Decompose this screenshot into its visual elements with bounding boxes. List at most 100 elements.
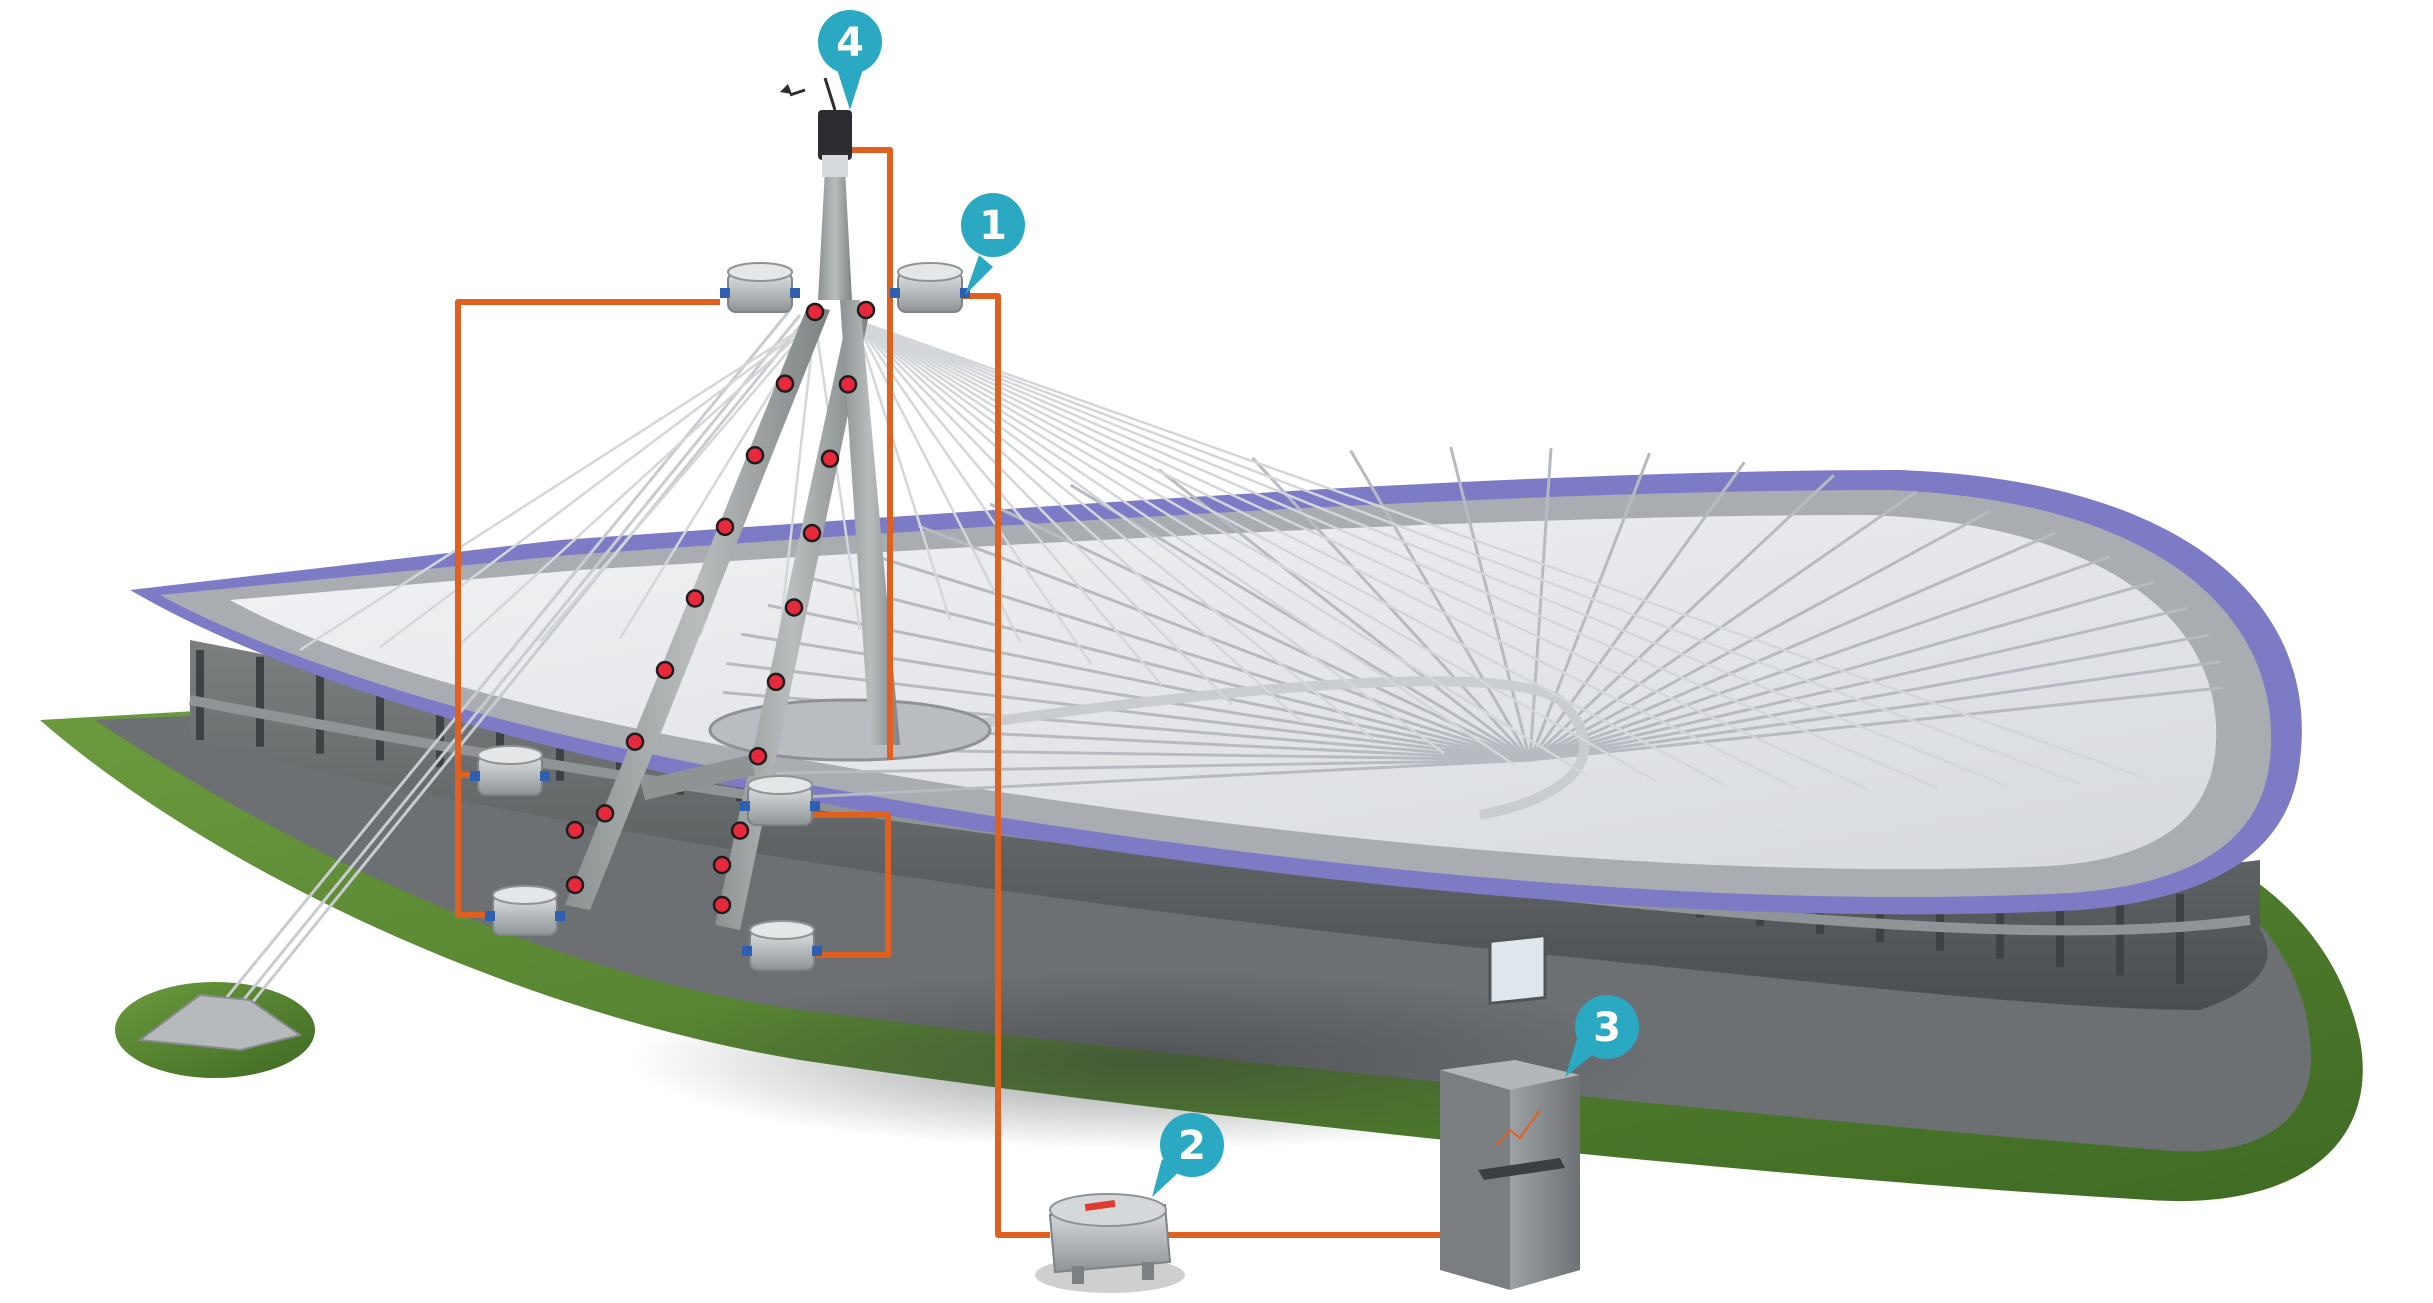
stay-cable [854, 319, 1163, 686]
stay-cable [854, 318, 1869, 791]
stay-cable [459, 319, 816, 646]
stay-cable [854, 319, 1234, 706]
mast-crossbrace [640, 755, 755, 800]
sensor-icon [625, 732, 645, 751]
roof-rib [1069, 483, 1531, 762]
junction-box-icon [742, 920, 822, 971]
callout-3: 3 [1565, 995, 1639, 1077]
cable-right-loop [815, 812, 891, 958]
callout-4-label: 4 [836, 20, 864, 66]
sensor-icon [565, 875, 585, 895]
roof-rib [1349, 449, 1532, 761]
callouts: 1 2 3 4 [818, 10, 1639, 1197]
callout-2-label: 2 [1178, 1123, 1206, 1169]
sensor-icon [730, 821, 750, 840]
cabinet-screen [1488, 933, 1547, 1006]
stay-cable [854, 318, 1657, 783]
stay-cable [299, 318, 816, 652]
callout-1-label: 1 [979, 203, 1007, 249]
stay-cable [854, 318, 2010, 788]
sensor-icon [784, 598, 804, 617]
sensor-icon [745, 446, 765, 465]
sensor-icon [715, 517, 735, 537]
stay-cable [854, 318, 1586, 776]
roof-rib [806, 575, 1531, 762]
sensor-icon [712, 895, 732, 915]
sensor-icon [712, 855, 732, 875]
back-stay-cables [198, 309, 807, 1036]
weather-station-icon [780, 77, 852, 177]
strain-sensors [565, 300, 876, 915]
roof-rib [1251, 456, 1532, 762]
sensor-icon [565, 820, 585, 840]
cable-to-ground-box [960, 293, 1050, 1238]
ground-shadow [630, 970, 1670, 1150]
cabinet-icon [1440, 933, 1580, 1290]
stay-cable [813, 319, 862, 631]
stay-cable [854, 318, 2151, 782]
sensor-icon [802, 523, 822, 543]
sensor-icon [748, 747, 768, 766]
stay-cable [854, 318, 1939, 790]
junction-box-icon [720, 262, 800, 313]
roof-rib [1529, 686, 2223, 762]
stay-cable [854, 318, 2080, 785]
sensor-icon [655, 660, 675, 680]
roof-rib [917, 524, 1531, 762]
sensor-icon [595, 804, 615, 823]
callout-2: 2 [1152, 1113, 1224, 1197]
roof-rib [1528, 452, 1651, 761]
roof-rib [767, 603, 1531, 762]
sensor-icon [685, 589, 705, 608]
callout-1: 1 [961, 193, 1025, 295]
mast-leg-rear [840, 300, 900, 745]
stay-cable [853, 319, 952, 621]
mast-spire [818, 150, 852, 300]
roof-rib [726, 662, 1531, 762]
roof-rib [1529, 606, 2187, 762]
ground-anchor [137, 993, 303, 1052]
roof-rib [1528, 447, 1553, 761]
sensor-icon [838, 375, 858, 394]
roof-inner-ring [899, 676, 1590, 820]
sensor-icon [775, 374, 795, 393]
sensor-icon [856, 300, 876, 320]
sensor-icon [766, 672, 786, 692]
junction-box-icon [485, 885, 565, 936]
roof-rib [1529, 633, 2210, 762]
junction-box-icon [470, 745, 550, 796]
junction-boxes [470, 262, 970, 971]
sensor-icon [820, 449, 840, 468]
stay-cable [854, 318, 1798, 790]
stay-cable [853, 319, 1093, 665]
roof-rib [989, 502, 1531, 762]
cable-weather-station [850, 147, 893, 760]
roof-rib [1529, 531, 2056, 762]
roof-rib [1529, 555, 2111, 762]
stay-cable [854, 318, 1445, 755]
junction-box-icon [890, 262, 970, 313]
stay-cable [539, 319, 816, 643]
stay-cable [854, 319, 1375, 741]
roof-rib [1528, 474, 1835, 762]
stay-cable [854, 319, 1304, 724]
stay-cable [853, 319, 1022, 643]
roof-rib [1449, 446, 1532, 761]
callout-3-label: 3 [1593, 1005, 1621, 1051]
stay-cable [379, 319, 816, 649]
junction-box-icon [740, 775, 820, 826]
stay-cable [778, 319, 817, 633]
roof-rib [1529, 509, 1992, 762]
callout-4: 4 [818, 10, 882, 110]
cable-left-loop [455, 299, 720, 918]
roof-rib [856, 549, 1531, 762]
sensor-icon [805, 302, 825, 322]
roof-stay-cables [299, 318, 2151, 791]
ground-junction-box [1035, 1193, 1185, 1293]
roof-rib [1157, 468, 1531, 762]
roof-rib [775, 758, 1531, 775]
roof-rib [810, 758, 1531, 799]
stay-cable [854, 318, 1516, 767]
